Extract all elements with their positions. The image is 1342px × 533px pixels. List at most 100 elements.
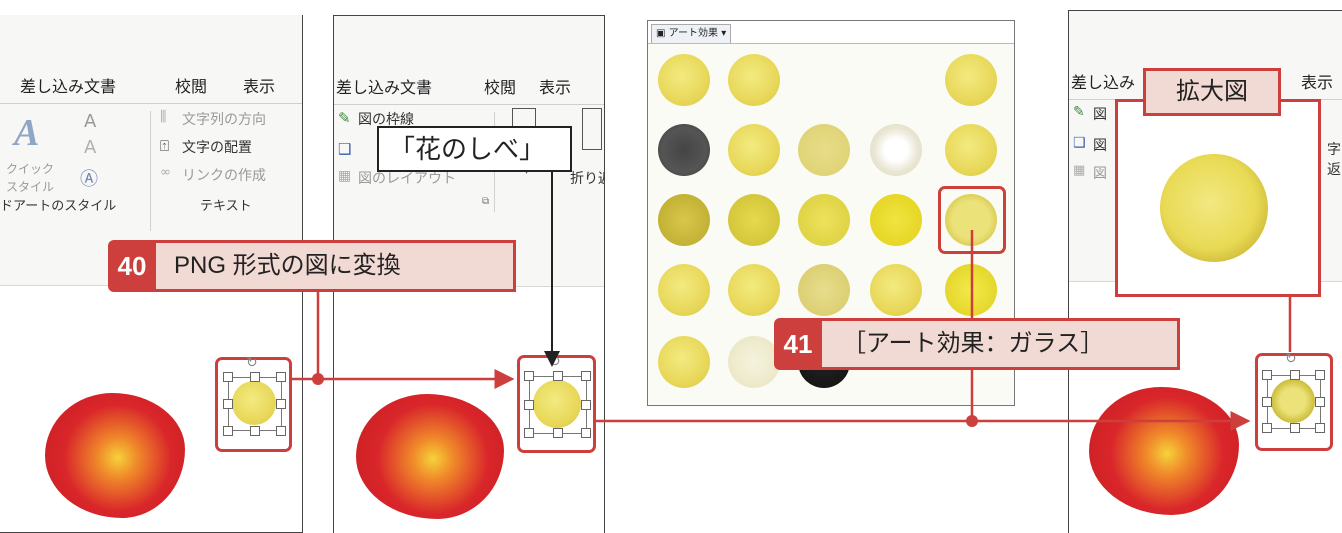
selection-handle[interactable] (1315, 423, 1325, 433)
tab-view[interactable]: 表示 (1301, 73, 1334, 92)
selection-handle[interactable] (581, 371, 591, 381)
effect-paint-strokes[interactable] (945, 54, 997, 106)
effect-glow-diffused[interactable] (658, 336, 710, 388)
create-link-label[interactable]: リンクの作成 (182, 168, 266, 184)
ribbon-tabs: 差し込み文書 校閲 表示 (334, 64, 604, 104)
selection-handle[interactable] (223, 399, 233, 409)
picture-effect-icon[interactable]: ❑ (338, 140, 352, 158)
selection-handle[interactable] (1315, 397, 1325, 407)
stamen-highlight-box (1255, 353, 1333, 451)
wrap-text-icon[interactable] (582, 108, 602, 150)
effect-pencil[interactable] (870, 264, 922, 316)
effect-crisscross[interactable] (798, 264, 850, 316)
effect-blur[interactable] (798, 194, 850, 246)
effect-none[interactable] (658, 54, 710, 106)
right-label[interactable]: 返 (1327, 162, 1341, 178)
picture-layout-icon[interactable]: ▦ (1073, 163, 1086, 178)
picture-border-icon[interactable]: ✎ (1073, 104, 1085, 120)
dialog-launcher-icon[interactable]: ⧉ (482, 196, 490, 207)
selection-handle[interactable] (553, 428, 563, 438)
side-item-label[interactable]: 図 (1093, 138, 1107, 154)
gallery-title: アート効果 (668, 28, 719, 39)
selection-handle[interactable] (250, 372, 260, 382)
link-icon[interactable]: ∞ (160, 165, 171, 180)
tab-review[interactable]: 校閲 (175, 77, 208, 96)
side-item-label[interactable]: 図 (1093, 107, 1107, 123)
effect-watercolor[interactable] (798, 124, 850, 176)
text-outline-icon[interactable]: A (84, 137, 97, 158)
effect-outline[interactable] (870, 124, 922, 176)
effect-photocopy[interactable] (728, 336, 780, 388)
step41-label: ［アート効果：ガラス］ (822, 318, 1180, 370)
group-label-text: テキスト (200, 199, 252, 214)
selection-handle[interactable] (276, 399, 286, 409)
tab-mailings[interactable]: 差し込み (1071, 73, 1136, 92)
effect-line-drawing[interactable] (728, 124, 780, 176)
text-direction-label[interactable]: 文字列の方向 (182, 112, 266, 128)
tab-view[interactable]: 表示 (539, 78, 572, 97)
dropdown-arrow-icon: ▾ (718, 28, 727, 39)
effect-mosaic[interactable] (658, 264, 710, 316)
selection-handle[interactable] (1290, 370, 1300, 380)
selection-handle[interactable] (1315, 370, 1325, 380)
side-item-label[interactable]: 図 (1093, 166, 1107, 182)
effect-sketch[interactable] (658, 124, 710, 176)
selection-handle[interactable] (250, 426, 260, 436)
selection-handle[interactable] (524, 400, 534, 410)
red-flower-image (1089, 387, 1239, 515)
stamen-glass-image[interactable] (1271, 379, 1315, 423)
panel-result: 差し込み 表示 ✎ 図 ❑ 図 ▦ 図 字 返 ↻ (1068, 10, 1342, 533)
picture-effect-icon[interactable]: ❑ (1073, 135, 1086, 151)
tab-underline (334, 104, 604, 105)
ribbon-tabs: 差し込み文書 校閲 表示 (0, 63, 302, 103)
stamen-image[interactable] (533, 380, 581, 428)
rotate-handle-icon[interactable]: ↻ (1285, 351, 1297, 367)
selection-handle[interactable] (1262, 397, 1272, 407)
picture-layout-label[interactable]: 図のレイアウト (358, 171, 456, 187)
selection-handle[interactable] (1262, 370, 1272, 380)
picture-layout-icon[interactable]: ▦ (338, 168, 352, 184)
selection-handle[interactable] (581, 428, 591, 438)
effect-cement[interactable] (728, 194, 780, 246)
text-align-icon[interactable]: ⍐ (160, 137, 170, 155)
picture-border-icon[interactable]: ✎ (338, 109, 351, 127)
selection-handle[interactable] (581, 400, 591, 410)
text-align-label[interactable]: 文字の配置 (182, 140, 252, 156)
selection-handle[interactable] (524, 428, 534, 438)
wordart-a-icon[interactable]: A (14, 112, 40, 154)
zoom-view (1115, 99, 1321, 297)
selection-handle[interactable] (553, 371, 563, 381)
stamen-image[interactable] (232, 381, 276, 425)
rotate-handle-icon[interactable]: ↻ (246, 355, 258, 371)
tab-mailings[interactable]: 差し込み文書 (336, 78, 433, 97)
selection-handle[interactable] (223, 372, 233, 382)
quick-style-label-1[interactable]: クイック (6, 162, 55, 176)
selection-handle[interactable] (276, 426, 286, 436)
text-fill-icon[interactable]: A (84, 111, 97, 132)
effect-halftone[interactable] (658, 194, 710, 246)
effect-marker[interactable] (728, 54, 780, 106)
effect-pastel[interactable] (945, 124, 997, 176)
effect-film-grain[interactable] (728, 264, 780, 316)
tab-view[interactable]: 表示 (243, 77, 276, 96)
junction-dot (966, 415, 978, 427)
selection-handle[interactable] (223, 426, 233, 436)
gallery-header[interactable]: ▣ アート効果 ▾ (651, 24, 732, 44)
selection-handle[interactable] (1290, 423, 1300, 433)
text-effect-icon[interactable]: Ⓐ (80, 169, 98, 190)
quick-style-label-2[interactable]: スタイル (6, 180, 55, 194)
selection-handle[interactable] (524, 371, 534, 381)
ribbon-tabs: 差し込み 表示 (1069, 59, 1342, 99)
wrap-text-label[interactable]: 折り返 (570, 171, 604, 187)
step40-connector (316, 292, 515, 389)
text-direction-icon[interactable]: ⫼ (160, 109, 167, 125)
selection-handle[interactable] (1262, 423, 1272, 433)
art-effects-icon: ▣ (656, 28, 669, 39)
picture-border-label[interactable]: 図の枠線 (358, 112, 414, 128)
tab-mailings[interactable]: 差し込み文書 (20, 77, 117, 96)
tab-review[interactable]: 校閲 (484, 78, 517, 97)
effect-light-screen[interactable] (870, 194, 922, 246)
right-label[interactable]: 字 (1327, 142, 1341, 158)
selection-handle[interactable] (276, 372, 286, 382)
